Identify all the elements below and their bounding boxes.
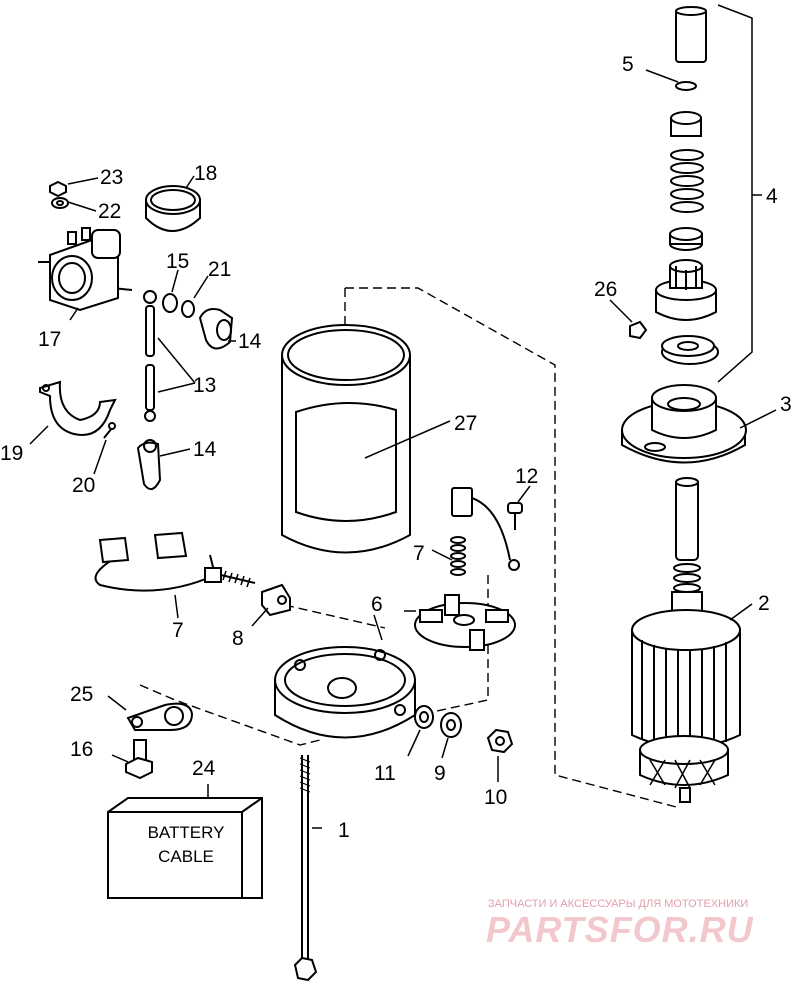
terminal-boot-upper xyxy=(198,308,234,350)
retaining-ring xyxy=(675,81,697,91)
cable-nut xyxy=(181,300,195,318)
callout-14-upper: 14 xyxy=(238,330,262,353)
callout-16: 16 xyxy=(70,738,93,761)
callout-25: 25 xyxy=(70,683,93,706)
drive-end-cap xyxy=(621,384,747,464)
brush-screw xyxy=(507,502,523,530)
callout-17: 17 xyxy=(38,328,61,351)
callout-7-brush: 7 xyxy=(172,619,184,642)
drive-spring xyxy=(670,149,704,213)
solenoid-cables xyxy=(143,290,157,422)
callout-1: 1 xyxy=(338,819,350,842)
brush-holder xyxy=(261,583,291,617)
cable-lockwasher xyxy=(162,293,178,313)
callout-21: 21 xyxy=(208,258,231,281)
brush-plate xyxy=(414,594,516,651)
sleeve-ring xyxy=(145,185,201,232)
starter-solenoid xyxy=(38,227,133,312)
callout-19: 19 xyxy=(0,442,23,465)
brush-spring-set xyxy=(450,487,520,576)
terminal-nut xyxy=(486,728,514,754)
callout-22: 22 xyxy=(98,200,121,223)
callout-27: 27 xyxy=(454,412,477,435)
battery-box-line2: CABLE xyxy=(158,847,214,866)
callout-4: 4 xyxy=(766,185,778,208)
drive-assembly xyxy=(629,6,719,365)
callout-labels: 1 2 3 4 5 6 7 7 8 9 10 11 12 13 14 14 15… xyxy=(0,53,792,842)
flat-washer xyxy=(440,712,462,738)
pinion-gear xyxy=(655,259,717,321)
commutator-end-cap xyxy=(274,646,416,739)
callout-13: 13 xyxy=(193,374,216,397)
callout-5: 5 xyxy=(622,53,634,76)
callout-9: 9 xyxy=(434,762,446,785)
locknut xyxy=(629,320,648,340)
drive-pin xyxy=(675,9,707,63)
callout-24: 24 xyxy=(192,757,216,780)
terminal-boot-lower xyxy=(136,439,162,491)
callout-2: 2 xyxy=(758,592,770,615)
callout-23: 23 xyxy=(100,166,123,189)
brush-lead-assembly xyxy=(94,531,256,592)
mounting-bracket xyxy=(39,380,117,436)
solenoid-washer xyxy=(51,197,69,209)
watermark-tagline: ЗАПЧАСТИ И АКСЕССУАРЫ ДЛЯ МОТОТЕХНИКИ xyxy=(488,898,748,910)
starter-frame xyxy=(281,324,411,554)
callout-26: 26 xyxy=(594,278,617,301)
callout-12: 12 xyxy=(515,465,538,488)
callout-7-spring: 7 xyxy=(413,542,425,565)
leader-lines xyxy=(29,69,777,829)
solenoid-nut xyxy=(49,180,67,198)
cable-clamp xyxy=(126,702,194,731)
battery-box-line1: BATTERY xyxy=(148,823,225,842)
armature xyxy=(631,477,741,803)
kit-bracket-4 xyxy=(717,4,753,383)
clamp-screw xyxy=(125,739,153,780)
callout-6: 6 xyxy=(371,593,383,616)
callout-11: 11 xyxy=(374,762,396,785)
callout-20: 20 xyxy=(72,474,95,497)
callout-14-lower: 14 xyxy=(193,438,217,461)
bracket-screw xyxy=(103,422,116,439)
watermark: ЗАПЧАСТИ И АКСЕССУАРЫ ДЛЯ МОТОТЕХНИКИ PA… xyxy=(486,898,754,950)
callout-18: 18 xyxy=(194,162,217,185)
callout-8: 8 xyxy=(232,627,244,650)
through-bolt xyxy=(293,755,318,982)
callout-10: 10 xyxy=(484,786,507,809)
insulating-washer xyxy=(414,705,434,729)
callout-15: 15 xyxy=(166,250,189,273)
watermark-brand: PARTSFOR.RU xyxy=(486,909,754,950)
battery-cable-box: BATTERY CABLE xyxy=(107,797,263,899)
callout-3: 3 xyxy=(780,393,792,416)
thrust-washer xyxy=(661,335,719,365)
